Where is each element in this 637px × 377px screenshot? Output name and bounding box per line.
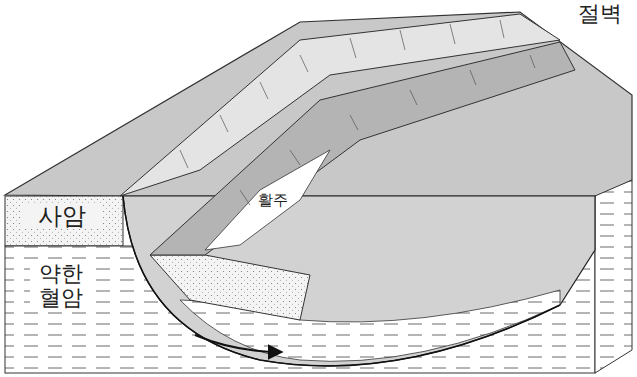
tilted-sandstone	[150, 255, 310, 320]
layer-label: 약한 혈암	[30, 262, 92, 310]
layer-label: 사암	[22, 203, 102, 229]
layer-label: 절벽	[565, 2, 635, 26]
sandstone-layer	[5, 196, 123, 246]
layer-label: 활주	[248, 192, 298, 209]
movement-arrow	[195, 335, 282, 352]
side-face	[595, 180, 632, 373]
hatch-lines	[180, 20, 535, 205]
slump-ridge	[150, 42, 575, 255]
hollow	[205, 150, 330, 250]
